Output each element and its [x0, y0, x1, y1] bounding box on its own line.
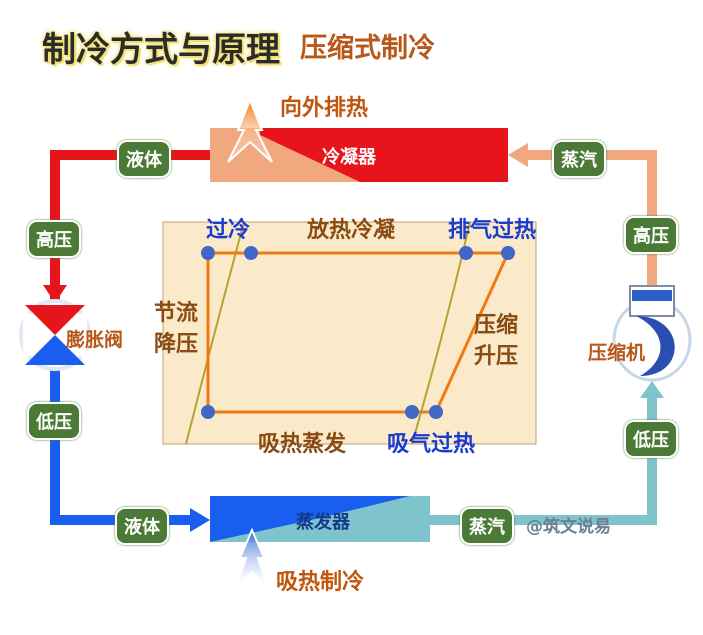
arrow-down-to-valve: [43, 285, 67, 303]
badge-left-high-pressure: 高压: [27, 220, 81, 258]
expansion-valve-label: 膨胀阀: [66, 329, 124, 351]
expansion-valve: [19, 299, 91, 371]
label-compression: 压缩 升压: [474, 313, 519, 369]
pressure-enthalpy-panel: [162, 221, 537, 445]
condenser: [210, 97, 508, 182]
evaporator: [210, 496, 430, 589]
page-subtitle: 压缩式制冷: [300, 33, 435, 64]
compressor: [612, 285, 692, 382]
heat-out-arrow: [227, 97, 273, 163]
label-subcooling: 过冷: [206, 218, 251, 243]
badge-left-low-pressure: 低压: [27, 402, 81, 440]
evaporator-label: 蒸发器: [296, 512, 350, 533]
heat-out-label: 向外排热: [280, 96, 369, 121]
badge-right-vapor: 蒸汽: [552, 140, 606, 178]
label-condensing: 放热冷凝: [307, 218, 396, 243]
cycle-point: [201, 405, 215, 419]
cycle-point: [405, 405, 419, 419]
cycle-point: [501, 246, 515, 260]
label-throttling: 节流 降压: [154, 301, 199, 357]
label-evaporating: 吸热蒸发: [258, 432, 347, 457]
cycle-point: [459, 246, 473, 260]
arrow-right-to-evaporator: [190, 508, 210, 532]
condenser-label: 冷凝器: [322, 147, 376, 168]
badge-bottom-vapor: 蒸汽: [460, 507, 514, 545]
badge-bottom-liquid: 液体: [115, 507, 169, 545]
arrow-up-to-compressor: [640, 381, 664, 398]
badge-right-low-pressure: 低压: [624, 420, 678, 458]
heat-in-arrow: [235, 527, 269, 589]
badge-right-high-pressure: 高压: [624, 216, 678, 254]
label-discharge-superheat: 排气过热: [448, 218, 537, 243]
page-title: 制冷方式与原理: [42, 30, 280, 70]
watermark: @筑文说易: [526, 517, 611, 537]
arrow-left-to-condenser: [508, 143, 528, 167]
cycle-state-points: [201, 246, 515, 419]
cycle-point: [244, 246, 258, 260]
cycle-point: [429, 405, 443, 419]
heat-in-label: 吸热制冷: [276, 570, 365, 595]
badge-left-liquid: 液体: [117, 140, 171, 178]
compressor-label: 压缩机: [588, 342, 646, 364]
label-suction-superheat: 吸气过热: [387, 432, 476, 457]
cycle-point: [201, 246, 215, 260]
